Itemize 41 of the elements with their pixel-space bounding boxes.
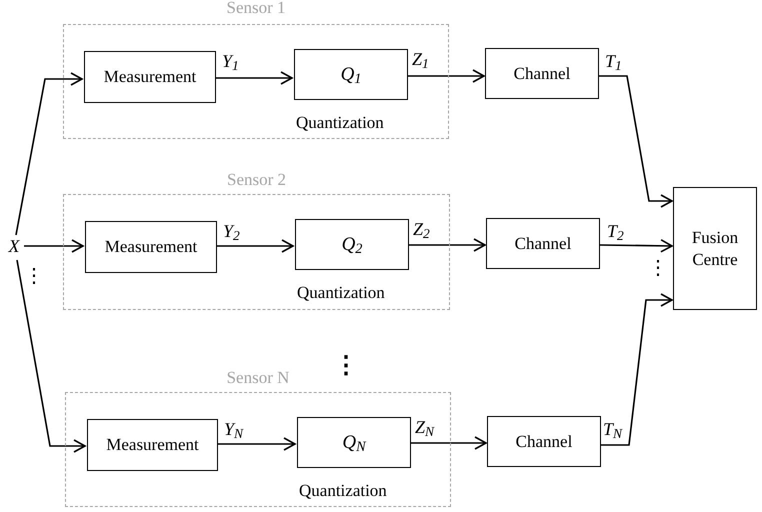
- ellipsis-mark: ⋮: [648, 258, 668, 278]
- arrow: [217, 437, 296, 451]
- process-box: Measurement: [87, 419, 218, 471]
- edge-label: Y$_{2}$: [223, 222, 240, 240]
- ellipsis-mark: ⋮: [24, 266, 44, 286]
- quantizer-box: Q$_{2}$: [295, 219, 409, 270]
- quantizer-box: Q$_{1}$: [294, 49, 408, 100]
- arrow: [407, 69, 485, 83]
- process-box: Channel: [487, 416, 601, 467]
- arrow: [410, 436, 487, 450]
- arrow: [24, 239, 84, 253]
- process-box: Fusion Centre: [673, 187, 757, 310]
- block-caption: Quantization: [297, 284, 385, 301]
- arrow: [600, 239, 673, 253]
- quantizer-box: Q$_{N}$: [297, 417, 411, 468]
- process-box: Measurement: [84, 51, 216, 103]
- edge-label: Z$_{N}$: [415, 418, 434, 436]
- edge-label: Y$_{N}$: [224, 420, 244, 438]
- block-caption: Quantization: [296, 114, 384, 131]
- process-box: Channel: [486, 218, 600, 269]
- group-title: Sensor 1: [226, 0, 286, 16]
- arrow: [15, 72, 83, 236]
- block-caption: Quantization: [299, 482, 387, 499]
- arrow: [408, 238, 486, 252]
- edge-label: T$_{N}$: [603, 420, 622, 438]
- arrow: [216, 239, 294, 253]
- process-box: Measurement: [85, 221, 217, 273]
- edge-label: T$_{2}$: [607, 222, 624, 240]
- edge-label: T$_{1}$: [605, 52, 622, 70]
- process-box: Channel: [485, 48, 599, 99]
- arrow: [16, 260, 86, 453]
- arrow: [599, 75, 673, 208]
- ellipsis-mark: ⋮: [334, 354, 358, 378]
- edge-label: Z$_{1}$: [412, 50, 429, 68]
- edge-label: Z$_{2}$: [413, 220, 430, 238]
- edge-label: Y$_{1}$: [222, 52, 239, 70]
- arrow: [215, 71, 293, 85]
- group-title: Sensor N: [226, 369, 290, 386]
- variable-label: X: [4, 234, 24, 258]
- arrow: [601, 293, 673, 446]
- group-title: Sensor 2: [226, 171, 286, 188]
